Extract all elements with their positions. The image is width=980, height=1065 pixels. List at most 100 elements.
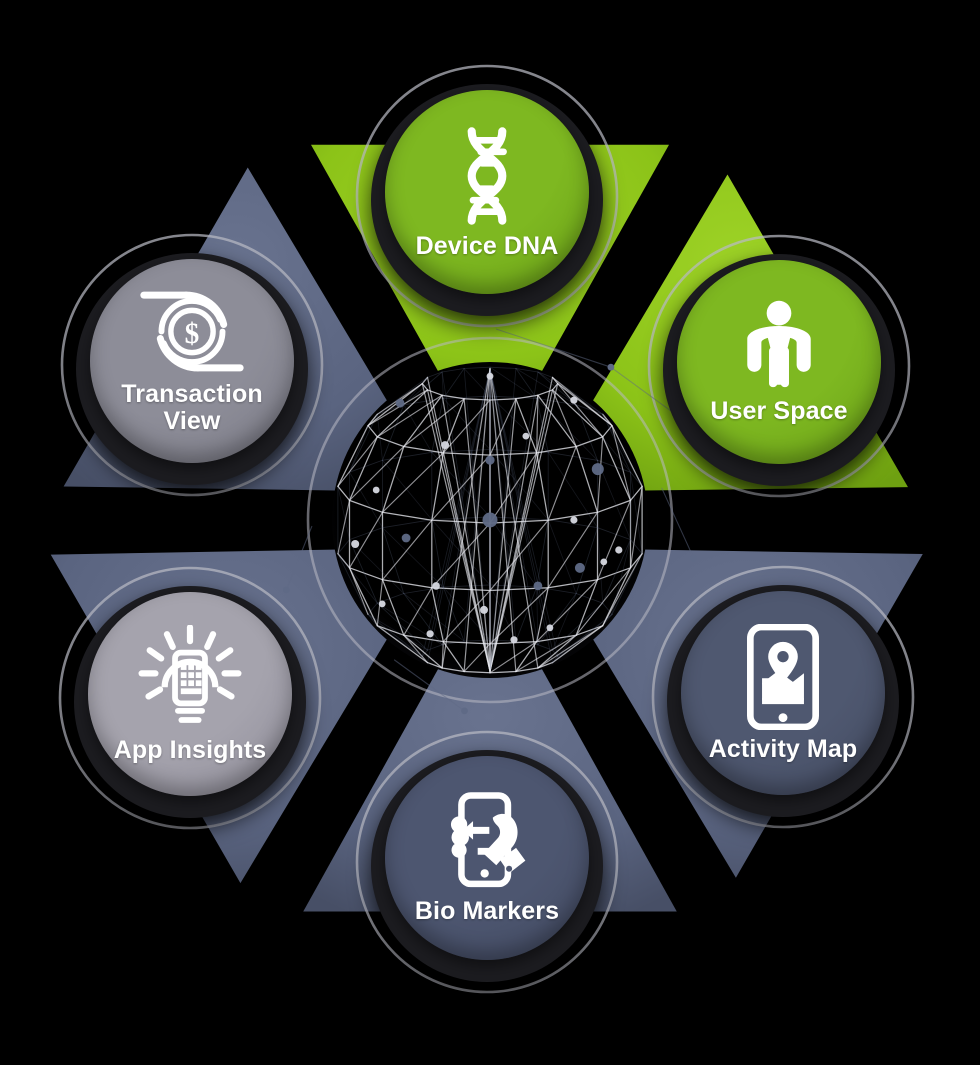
hand-phone-exchange-icon-wrap (445, 791, 529, 892)
sphere-edge (367, 382, 423, 427)
sphere-edge (489, 516, 538, 588)
node-bio-markers[interactable]: Bio Markers (371, 746, 603, 982)
sphere-edge (442, 399, 491, 454)
sphere-edge (536, 587, 549, 643)
sphere-edge (611, 424, 643, 487)
sphere-edge (629, 485, 643, 569)
sphere-edge (602, 553, 643, 627)
sphere-edge (537, 371, 604, 415)
sphere-edge (348, 499, 384, 513)
sphere-edge (596, 499, 632, 513)
sphere-edge (421, 368, 491, 657)
sphere-edge (536, 397, 577, 406)
sphere-edge (337, 436, 378, 487)
sphere-edge (575, 436, 604, 448)
sphere-edge (381, 579, 433, 589)
dollar-coin-refresh-icon-wrap: $ (138, 288, 246, 375)
sphere-edge (551, 625, 604, 664)
sphere-edge (403, 376, 428, 406)
sphere-satellite-dot (690, 554, 698, 562)
node-app-insights[interactable]: App Insights (74, 582, 306, 818)
sphere-edge (602, 436, 632, 502)
sphere-edge (337, 424, 369, 487)
sphere-edge (515, 586, 538, 642)
sphere-edge (403, 397, 444, 406)
sphere-edge (597, 459, 631, 540)
sphere-satellite-dot (607, 363, 615, 371)
node-label-user-space: User Space (710, 396, 848, 425)
sphere-edge (382, 404, 405, 461)
sphere-edge (489, 398, 517, 456)
sphere-edge (403, 593, 443, 646)
node-label-device-dna: Device DNA (415, 231, 559, 260)
sphere-edge (382, 527, 444, 588)
node-face-app-insights[interactable]: App Insights (88, 592, 292, 796)
sphere-edge (602, 424, 613, 438)
sphere-edge (515, 368, 539, 373)
sphere-node-dot (426, 630, 434, 638)
node-user-space[interactable]: User Space (663, 250, 895, 486)
sphere-edge (515, 667, 539, 673)
sphere-edge (536, 634, 577, 643)
sphere-edge (431, 519, 491, 586)
sphere-edge (547, 519, 577, 594)
node-face-bio-markers[interactable]: Bio Markers (385, 756, 589, 960)
sphere-edge (547, 511, 599, 589)
sphere-edge (551, 382, 559, 391)
sphere-wireframe (285, 328, 695, 712)
sphere-edge (575, 404, 598, 461)
node-device-dna[interactable]: Device DNA (371, 80, 603, 316)
sphere-edge (426, 661, 443, 669)
sphere-edge (596, 499, 632, 581)
node-face-activity-map[interactable]: Activity Map (681, 591, 885, 795)
sphere-edge (431, 516, 491, 521)
sphere-edge (575, 593, 604, 604)
sphere-node-dot (351, 540, 360, 548)
node-face-device-dna[interactable]: Device DNA (385, 90, 589, 294)
sphere-edge (575, 567, 632, 636)
sphere-edge (489, 376, 554, 673)
sphere-node-dot (522, 432, 530, 440)
sphere-edge (547, 451, 598, 529)
sphere-edge (348, 511, 384, 569)
sphere-node-dot (615, 546, 623, 554)
sphere-edge (489, 452, 538, 524)
node-label-bio-markers: Bio Markers (414, 896, 560, 925)
sphere-edge (597, 527, 631, 541)
sphere-edge (421, 383, 491, 673)
sphere-edge (403, 634, 443, 669)
sphere-node-dot (432, 582, 440, 590)
sphere-edge (441, 368, 465, 373)
sphere-edge (537, 394, 577, 448)
node-label-app-insights: App Insights (113, 735, 267, 764)
node-face-transaction-view[interactable]: $ Transaction View (90, 259, 294, 463)
node-activity-map[interactable]: Activity Map (667, 581, 899, 817)
node-face-user-space[interactable]: User Space (677, 260, 881, 464)
sphere-edge (547, 511, 599, 521)
sphere-edge (489, 368, 553, 663)
sphere-edge (537, 644, 553, 651)
sphere-edge (381, 511, 433, 521)
sphere-edge (489, 395, 538, 399)
sphere-edge (431, 519, 491, 524)
sphere-edge (611, 539, 631, 615)
sphere-edge (348, 436, 378, 502)
centre-arc (306, 336, 674, 704)
sphere-edge (403, 404, 433, 453)
sphere-edge (376, 602, 428, 651)
node-transaction-view[interactable]: $ Transaction View (76, 249, 308, 485)
sphere-satellite-dot (461, 707, 468, 715)
sphere-edge (349, 425, 369, 473)
sphere-edge (441, 368, 491, 646)
sphere-edge (431, 452, 444, 521)
sphere-edge (489, 519, 549, 592)
sphere-edge (661, 487, 695, 559)
sphere-edge (489, 516, 549, 521)
sphere-edge (376, 602, 443, 646)
sphere-edge (381, 519, 433, 581)
sphere-node-dot (574, 562, 585, 573)
sphere-edge (421, 382, 429, 391)
sphere-edge (337, 553, 369, 615)
sphere-edge (536, 397, 549, 453)
